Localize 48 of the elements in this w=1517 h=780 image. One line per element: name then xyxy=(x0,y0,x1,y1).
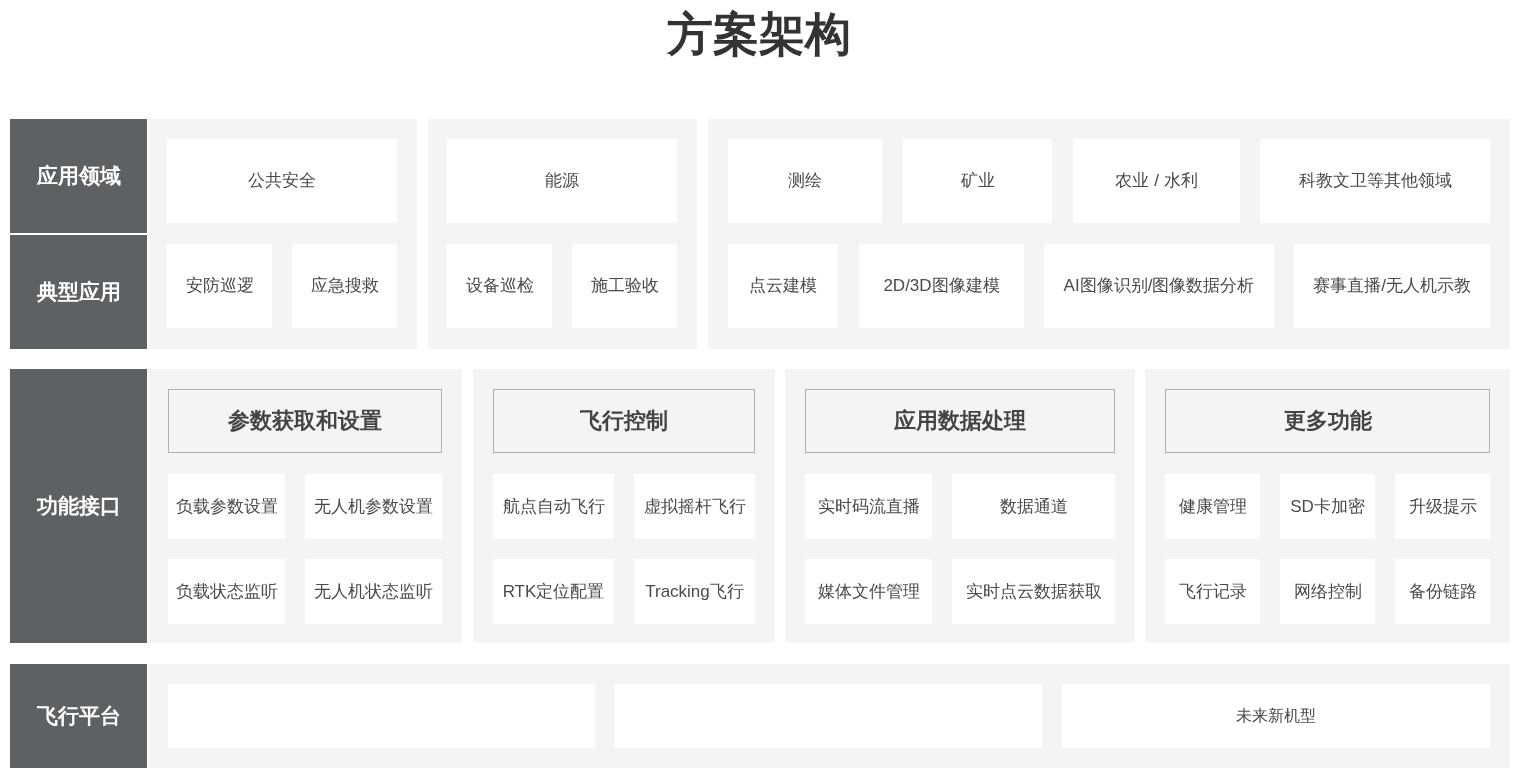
feature-card: 飞行记录 xyxy=(1165,559,1260,624)
feature-card: Tracking飞行 xyxy=(634,559,755,624)
feature-card: 无人机参数设置 xyxy=(305,474,442,539)
domain-card: 矿业 xyxy=(903,139,1052,223)
feature-card: 实时点云数据获取 xyxy=(952,559,1115,624)
domain-card: 农业 / 水利 xyxy=(1073,139,1240,223)
group-panel xyxy=(473,369,775,643)
feature-card: 媒体文件管理 xyxy=(805,559,932,624)
group-panel xyxy=(148,664,1510,768)
domain-card: 能源 xyxy=(447,139,677,223)
layer-header: 飞行平台 xyxy=(10,664,147,768)
feature-card: 升级提示 xyxy=(1395,474,1490,539)
group-panel xyxy=(148,369,462,643)
feature-card: 网络控制 xyxy=(1280,559,1375,624)
section-header: 参数获取和设置 xyxy=(168,389,442,453)
section-header: 应用数据处理 xyxy=(805,389,1115,453)
application-card: AI图像识别/图像数据分析 xyxy=(1044,244,1274,328)
group-panel xyxy=(785,369,1135,643)
domain-card: 科教文卫等其他领域 xyxy=(1260,139,1490,223)
domain-card: 测绘 xyxy=(728,139,882,223)
application-card: 赛事直播/无人机示教 xyxy=(1294,244,1490,328)
feature-card: 实时码流直播 xyxy=(805,474,932,539)
application-card: 应急搜救 xyxy=(292,244,397,328)
feature-card: RTK定位配置 xyxy=(493,559,614,624)
application-card: 安防巡逻 xyxy=(167,244,272,328)
layer-header: 典型应用 xyxy=(10,235,147,349)
application-card: 施工验收 xyxy=(572,244,677,328)
application-card: 2D/3D图像建模 xyxy=(859,244,1024,328)
section-header: 更多功能 xyxy=(1165,389,1490,453)
layer-header: 功能接口 xyxy=(10,369,147,643)
feature-card: 虚拟摇杆飞行 xyxy=(634,474,755,539)
feature-card: 备份链路 xyxy=(1395,559,1490,624)
feature-card: 健康管理 xyxy=(1165,474,1260,539)
section-header: 飞行控制 xyxy=(493,389,755,453)
feature-card: SD卡加密 xyxy=(1280,474,1375,539)
layer-header: 应用领域 xyxy=(10,119,147,233)
group-panel xyxy=(1145,369,1510,643)
feature-card: 数据通道 xyxy=(952,474,1115,539)
application-card: 点云建模 xyxy=(728,244,838,328)
domain-card: 公共安全 xyxy=(167,139,397,223)
application-card: 设备巡检 xyxy=(447,244,552,328)
page-title: 方案架构 xyxy=(665,6,852,62)
feature-card: 航点自动飞行 xyxy=(493,474,614,539)
feature-card: 负载参数设置 xyxy=(168,474,285,539)
feature-card: 无人机状态监听 xyxy=(305,559,442,624)
platform-card: 未来新机型 xyxy=(1062,684,1490,748)
group-panel xyxy=(148,119,417,349)
feature-card: 负载状态监听 xyxy=(168,559,285,624)
